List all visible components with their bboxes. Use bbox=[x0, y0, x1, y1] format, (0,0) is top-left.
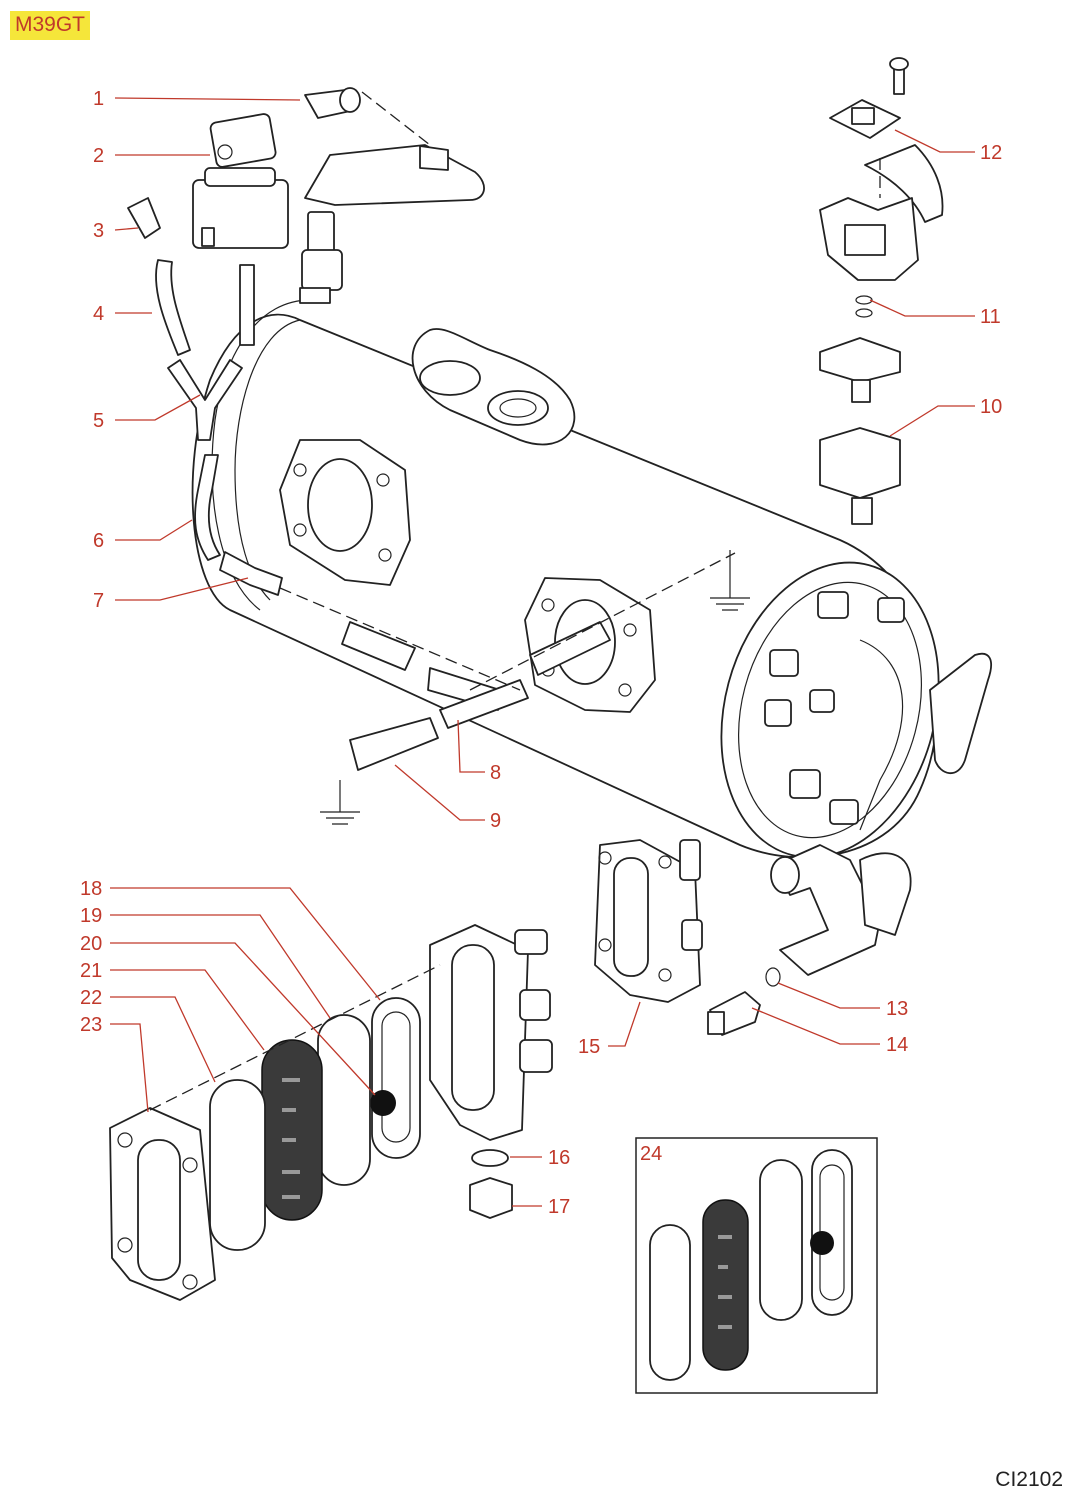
end-plate-fittings bbox=[764, 591, 905, 825]
valve-fitting bbox=[707, 991, 761, 1036]
level-probe-assembly bbox=[819, 57, 944, 525]
callout-9: 9 bbox=[490, 810, 501, 832]
solenoid-valve-assembly bbox=[127, 87, 485, 596]
callout-11: 11 bbox=[980, 306, 1001, 328]
callout-5: 5 bbox=[93, 410, 104, 432]
kit-inset bbox=[635, 1137, 878, 1394]
callout-21: 21 bbox=[80, 960, 102, 982]
callout-24: 24 bbox=[640, 1143, 662, 1165]
washer bbox=[765, 967, 781, 987]
gasket-19 bbox=[317, 1014, 371, 1186]
callout-18: 18 bbox=[80, 878, 102, 900]
leader-lines bbox=[110, 97, 975, 1207]
callout-19: 19 bbox=[80, 905, 102, 927]
callout-7: 7 bbox=[93, 590, 104, 612]
gauge-housing bbox=[429, 924, 553, 1219]
callout-3: 3 bbox=[93, 220, 104, 242]
callout-13: 13 bbox=[886, 998, 908, 1020]
callout-2: 2 bbox=[93, 145, 104, 167]
gauge-glass bbox=[370, 997, 421, 1159]
callout-10: 10 bbox=[980, 396, 1002, 418]
callout-4: 4 bbox=[93, 303, 104, 325]
pipe-fitting bbox=[770, 844, 912, 976]
callout-22: 22 bbox=[80, 987, 102, 1009]
gasket-22 bbox=[209, 1079, 266, 1251]
callout-1: 1 bbox=[93, 88, 104, 110]
gauge-cover bbox=[109, 1107, 216, 1301]
model-tag: M39GT bbox=[10, 11, 91, 40]
fitting-tubes bbox=[341, 621, 611, 771]
callout-labels: 1 2 3 4 5 6 7 8 9 10 11 12 13 14 15 16 1… bbox=[80, 88, 1002, 1218]
callout-12: 12 bbox=[980, 142, 1002, 164]
drain-symbols bbox=[320, 550, 750, 825]
document-code: CI2102 bbox=[995, 1468, 1063, 1491]
callout-23: 23 bbox=[80, 1014, 102, 1036]
callout-20: 20 bbox=[80, 933, 102, 955]
callout-15: 15 bbox=[578, 1036, 600, 1058]
callout-17: 17 bbox=[548, 1196, 570, 1218]
callout-16: 16 bbox=[548, 1147, 570, 1169]
level-gauge-fitting bbox=[594, 839, 703, 1003]
boiler bbox=[191, 299, 992, 859]
callout-8: 8 bbox=[490, 762, 501, 784]
callout-6: 6 bbox=[93, 530, 104, 552]
scale-plate bbox=[261, 1039, 323, 1221]
callout-14: 14 bbox=[886, 1034, 908, 1056]
